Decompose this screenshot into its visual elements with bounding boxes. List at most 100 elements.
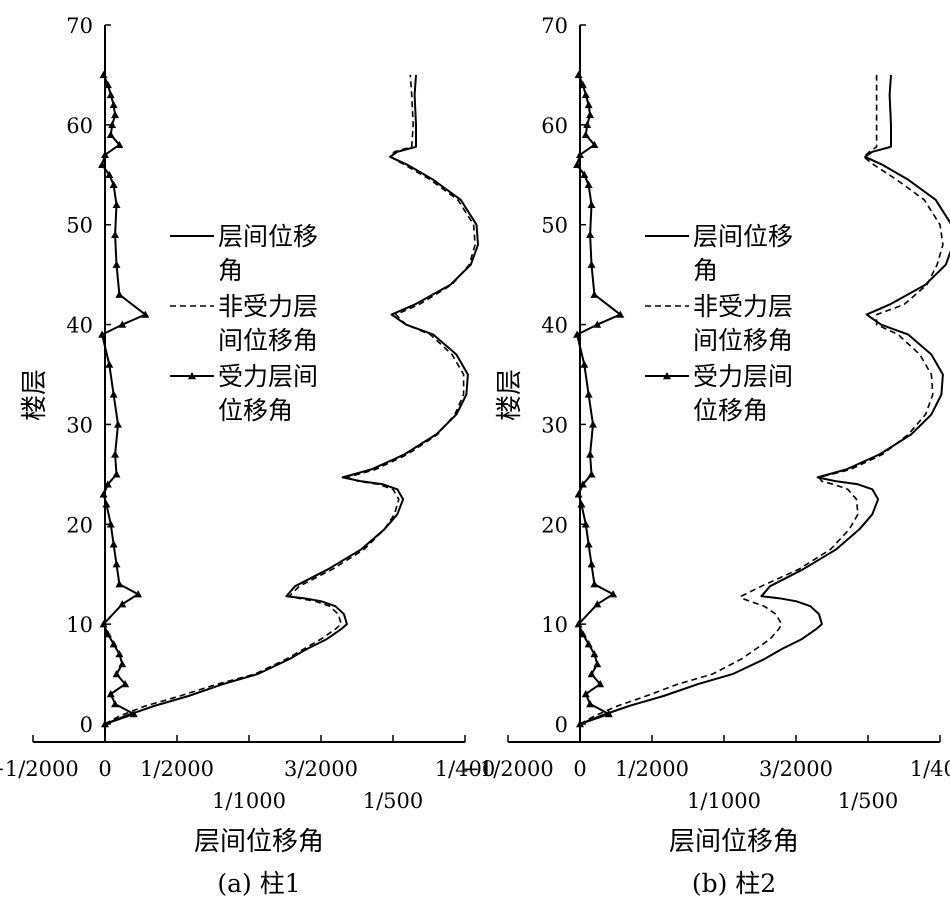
panel-caption: (b) 柱2 xyxy=(692,869,776,898)
series-marker xyxy=(108,120,117,129)
series-marker xyxy=(590,650,599,658)
series-marker xyxy=(99,490,108,498)
x-tick-label: 3/2000 xyxy=(284,757,358,781)
series-marker xyxy=(105,170,114,178)
series-marker xyxy=(573,160,582,168)
legend-label: 受力层间 xyxy=(218,362,318,391)
series-marker xyxy=(584,640,593,648)
series-marker xyxy=(115,140,124,149)
series-marker xyxy=(111,230,120,238)
series-marker xyxy=(587,670,596,678)
chart-panel-1: 010203040506070−1/200001/20001/10003/200… xyxy=(0,14,495,898)
series-marker xyxy=(593,600,602,608)
series-marker xyxy=(103,630,112,638)
series-marker xyxy=(578,80,587,89)
y-tick-label: 10 xyxy=(66,613,93,637)
series-marker xyxy=(596,680,605,688)
series-line-2 xyxy=(104,74,476,725)
series-marker xyxy=(586,110,595,119)
series-marker xyxy=(581,520,590,528)
series-marker xyxy=(586,230,595,238)
series-marker xyxy=(98,330,107,338)
series-marker xyxy=(578,480,587,488)
legend-label: 层间位移 xyxy=(693,222,793,251)
series-line-2 xyxy=(579,74,944,725)
x-tick-label: 3/2000 xyxy=(759,757,833,781)
x-axis-title: 层间位移角 xyxy=(669,827,799,857)
series-line-1 xyxy=(579,74,950,725)
x-tick-label: 1/500 xyxy=(838,789,899,813)
series-marker xyxy=(584,180,593,188)
x-tick-label: 1/400 xyxy=(435,757,496,781)
x-tick-label: −1/2000 xyxy=(0,757,79,781)
series-marker xyxy=(616,310,625,318)
series-marker xyxy=(101,150,109,159)
legend-label: 层间位移 xyxy=(218,222,318,251)
x-axis-title: 层间位移角 xyxy=(194,827,324,857)
series-marker xyxy=(590,140,599,149)
x-tick-label: 1/2000 xyxy=(140,757,214,781)
legend-marker xyxy=(188,372,196,380)
y-tick-label: 0 xyxy=(555,713,568,737)
y-axis-title: 楼层 xyxy=(495,369,525,421)
series-marker xyxy=(574,620,583,628)
legend-label: 间位移角 xyxy=(693,326,793,355)
series-marker xyxy=(587,470,596,478)
legend-label: 受力层间 xyxy=(693,362,793,391)
legend-label: 间位移角 xyxy=(218,326,318,355)
series-marker xyxy=(604,710,613,718)
series-marker xyxy=(580,170,589,178)
series-marker xyxy=(98,160,107,168)
y-tick-label: 50 xyxy=(66,214,93,238)
y-tick-label: 30 xyxy=(66,413,93,437)
series-marker xyxy=(586,700,595,708)
series-marker xyxy=(118,660,127,668)
x-tick-label: 0 xyxy=(573,757,586,781)
series-marker xyxy=(574,490,583,498)
series-marker xyxy=(112,560,121,568)
x-tick-label: 1/2000 xyxy=(615,757,689,781)
series-marker xyxy=(112,260,121,268)
series-marker xyxy=(112,470,121,478)
series-marker xyxy=(581,130,590,139)
series-marker xyxy=(109,100,118,109)
series-marker xyxy=(115,650,124,658)
x-tick-label: 1/400 xyxy=(910,757,950,781)
x-tick-label: −1/2000 xyxy=(462,757,553,781)
y-tick-label: 70 xyxy=(66,14,93,38)
series-marker xyxy=(590,580,599,588)
series-marker xyxy=(99,70,108,79)
legend-label: 角 xyxy=(693,256,718,285)
series-marker xyxy=(584,100,593,109)
legend-label: 非受力层 xyxy=(693,292,793,321)
series-marker xyxy=(118,600,127,608)
y-tick-label: 70 xyxy=(541,14,568,38)
legend-label: 非受力层 xyxy=(218,292,318,321)
series-marker xyxy=(588,420,597,428)
series-marker xyxy=(590,290,599,298)
series-marker xyxy=(113,420,122,428)
y-tick-label: 40 xyxy=(66,314,93,338)
series-marker xyxy=(573,330,582,338)
y-tick-label: 20 xyxy=(66,513,93,537)
y-tick-label: 50 xyxy=(541,214,568,238)
series-marker xyxy=(609,590,618,598)
series-marker xyxy=(106,90,115,99)
series-marker xyxy=(103,480,112,488)
series-marker xyxy=(584,540,593,548)
series-marker xyxy=(121,680,130,688)
series-marker xyxy=(593,320,602,328)
x-tick-label: 1/1000 xyxy=(212,789,286,813)
y-tick-label: 60 xyxy=(66,114,93,138)
series-marker xyxy=(112,670,121,678)
series-marker xyxy=(103,80,112,89)
series-marker xyxy=(109,540,118,548)
series-line-1 xyxy=(104,74,479,725)
series-marker xyxy=(580,360,589,368)
series-marker xyxy=(581,690,590,698)
series-marker xyxy=(109,640,118,648)
series-marker xyxy=(111,110,120,119)
panel-caption: (a) 柱1 xyxy=(217,869,300,898)
